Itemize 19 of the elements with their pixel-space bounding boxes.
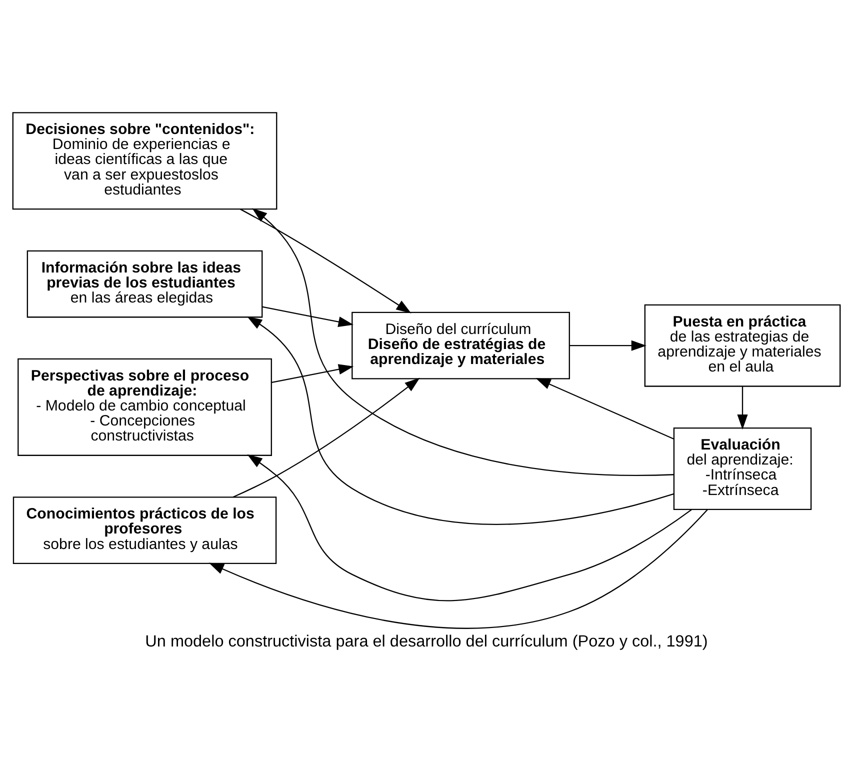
node-box: Diseño del currículum Diseño de estratégias de aprendizaje y materiales — [352, 311, 570, 379]
node-box: Perspectivas sobre el proceso de aprendizaje: - Modelo de cambio conceptual - Concepciones constructivistas — [18, 358, 272, 456]
node-box: Conocimientos prácticos de los profesores sobre los estudiantes y aulas — [12, 496, 277, 564]
caption: Un modelo constructivista para el desarrollo del currículum (Pozo y col., 1991) — [145, 632, 708, 650]
arrow — [536, 378, 674, 439]
arrow — [208, 508, 708, 628]
node-box: Información sobre las ideas previas de los estudiantes en las áreas elegidas — [26, 250, 263, 318]
node-box: Evaluación del aprendizaje: -Intrínseca -Extrínseca — [673, 427, 812, 510]
arrow — [737, 386, 748, 430]
arrow — [262, 306, 354, 327]
arrow — [570, 340, 646, 350]
arrow — [246, 316, 674, 524]
node-box: Puesta en práctica de las estrategias de aprendizaje y materiales en el aula — [644, 304, 841, 386]
arrow — [272, 364, 354, 383]
arrow — [240, 208, 412, 313]
arrow — [247, 454, 692, 601]
arrow — [252, 208, 674, 476]
node-box: Decisiones sobre "contenidos": Dominio de experiencias e ideas científicas a las que van a ser expuestoslos estudiantes — [12, 112, 278, 210]
arrow — [232, 377, 420, 498]
